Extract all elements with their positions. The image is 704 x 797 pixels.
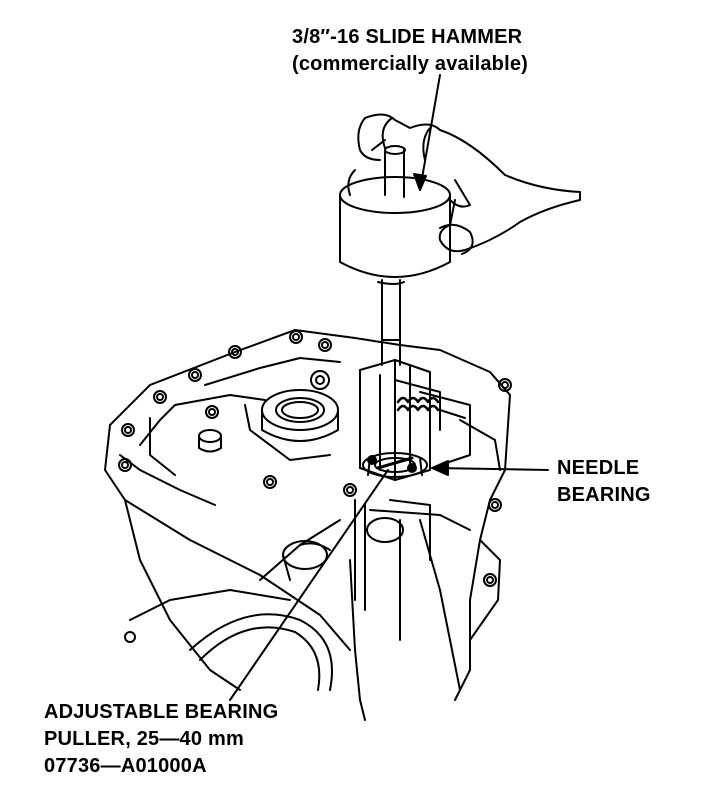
needle-leader <box>435 468 548 470</box>
bearing-puller-label-line-1: ADJUSTABLE BEARING <box>44 701 279 723</box>
hammer-leader <box>420 75 440 190</box>
slide-hammer-label: 3/8″-16 SLIDE HAMMER (commercially avail… <box>292 24 528 78</box>
puller-leader <box>230 470 388 700</box>
leader-lines <box>230 75 548 700</box>
needle-arrow <box>432 461 448 475</box>
needle-bearing-label-line-2: BEARING <box>557 484 651 506</box>
slide-hammer <box>340 146 450 365</box>
slide-hammer-label-line-2: (commercially available) <box>292 53 529 75</box>
hand <box>348 114 580 254</box>
bearing-puller-label-line-2: PULLER, 25—40 mm <box>44 728 244 750</box>
bearing-puller-label: ADJUSTABLE BEARING PULLER, 25—40 mm 0773… <box>44 699 278 780</box>
adjustable-bearing-puller <box>360 360 470 480</box>
hammer-arrow <box>414 174 426 190</box>
transmission-housing <box>105 330 511 720</box>
needle-bearing-label: NEEDLE BEARING <box>557 455 651 509</box>
bearing-puller-label-line-3: 07736—A01000A <box>44 755 207 777</box>
needle-bearing-label-line-1: NEEDLE <box>557 457 640 479</box>
slide-hammer-label-line-1: 3/8″-16 SLIDE HAMMER <box>292 26 523 48</box>
